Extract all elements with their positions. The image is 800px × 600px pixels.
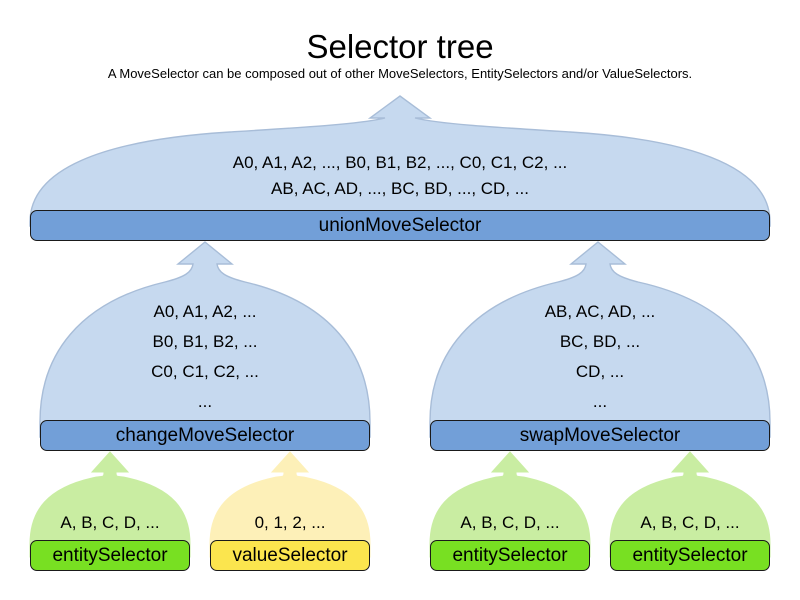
change-line-2: B0, B1, B2, ... [152,332,258,351]
value-selector-1-label[interactable]: valueSelector [210,540,370,571]
value-1-line-1: 0, 1, 2, ... [254,513,326,532]
entity-selector-3-label[interactable]: entitySelector [610,540,770,571]
union-move-selector-label[interactable]: unionMoveSelector [30,210,770,241]
swap-line-4: ... [592,392,608,411]
change-move-selector-label[interactable]: changeMoveSelector [40,420,370,451]
page-title: Selector tree [306,28,494,65]
balloon-shape-value-1 [209,451,371,558]
balloon-shape-swap [429,241,771,438]
node-change-move-selector[interactable]: A0, A1, A2, ... B0, B1, B2, ... C0, C1, … [39,241,371,451]
balloon-shape-entity-3 [609,451,771,558]
change-line-1: A0, A1, A2, ... [153,302,257,321]
node-entity-selector-2[interactable]: A, B, C, D, ... entitySelector [429,451,591,571]
entity-1-line-1: A, B, C, D, ... [60,513,160,532]
node-swap-move-selector[interactable]: AB, AC, AD, ... BC, BD, ... CD, ... ... … [429,241,771,451]
entity-selector-1-label[interactable]: entitySelector [30,540,190,571]
node-union-move-selector[interactable]: A0, A1, A2, ..., B0, B1, B2, ..., C0, C1… [29,95,771,241]
entity-selector-2-label[interactable]: entitySelector [430,540,590,571]
swap-line-3: CD, ... [575,362,625,381]
balloon-shape-change [39,241,371,438]
node-value-selector-1[interactable]: 0, 1, 2, ... valueSelector [209,451,371,571]
change-line-4: ... [197,392,213,411]
union-line-1: A0, A1, A2, ..., B0, B1, B2, ..., C0, C1… [232,153,568,172]
change-line-3: C0, C1, C2, ... [151,362,259,381]
swap-line-1: AB, AC, AD, ... [544,302,656,321]
union-line-2: AB, AC, AD, ..., BC, BD, ..., CD, ... [271,179,529,198]
balloon-shape-entity-1 [29,451,191,558]
entity-2-line-1: A, B, C, D, ... [460,513,560,532]
swap-line-2: BC, BD, ... [559,332,641,351]
page-subtitle: A MoveSelector can be composed out of ot… [107,66,693,81]
node-entity-selector-1[interactable]: A, B, C, D, ... entitySelector [29,451,191,571]
balloon-shape-entity-2 [429,451,591,558]
balloon-shape-union [29,95,771,227]
swap-move-selector-label[interactable]: swapMoveSelector [430,420,770,451]
entity-3-line-1: A, B, C, D, ... [640,513,740,532]
node-entity-selector-3[interactable]: A, B, C, D, ... entitySelector [609,451,771,571]
